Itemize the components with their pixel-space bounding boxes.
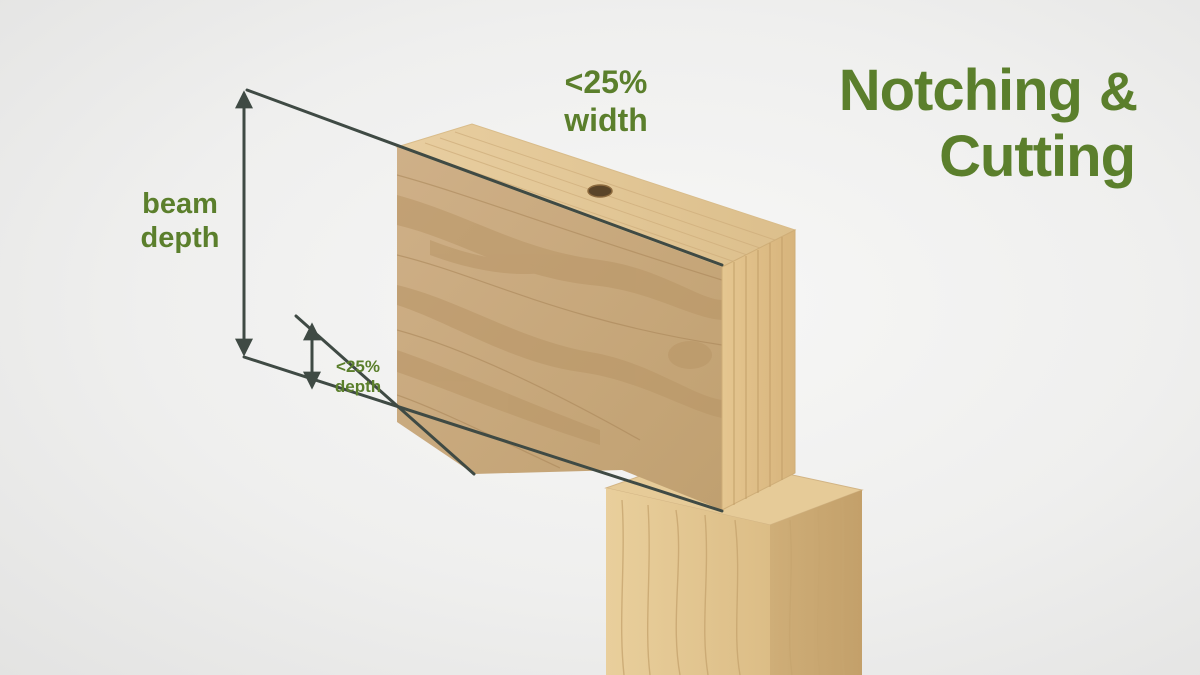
page-title: Notching & Cutting [839, 58, 1138, 189]
beam-depth-label-line2: depth [141, 222, 220, 254]
beam [395, 123, 797, 511]
hole-width-label-line1: <25% [565, 64, 648, 100]
notch-depth-label-line1: <25% [336, 357, 380, 376]
post-right-face [770, 490, 862, 675]
title-line2: Cutting [939, 124, 1135, 189]
beam-depth-label-line1: beam [142, 188, 218, 220]
title-line1: Notching [839, 58, 1082, 123]
title-ampersand: & [1099, 62, 1138, 122]
beam-bottom-extension-line [242, 355, 724, 513]
dimension-lines [235, 88, 724, 513]
notch-top-extension-line [294, 314, 476, 476]
hole-width-label-line2: width [563, 102, 648, 138]
notch-depth-label-line2: depth [335, 377, 381, 396]
beam-top-extension-line [245, 88, 724, 267]
post [604, 454, 864, 675]
hole-icon [587, 184, 613, 198]
